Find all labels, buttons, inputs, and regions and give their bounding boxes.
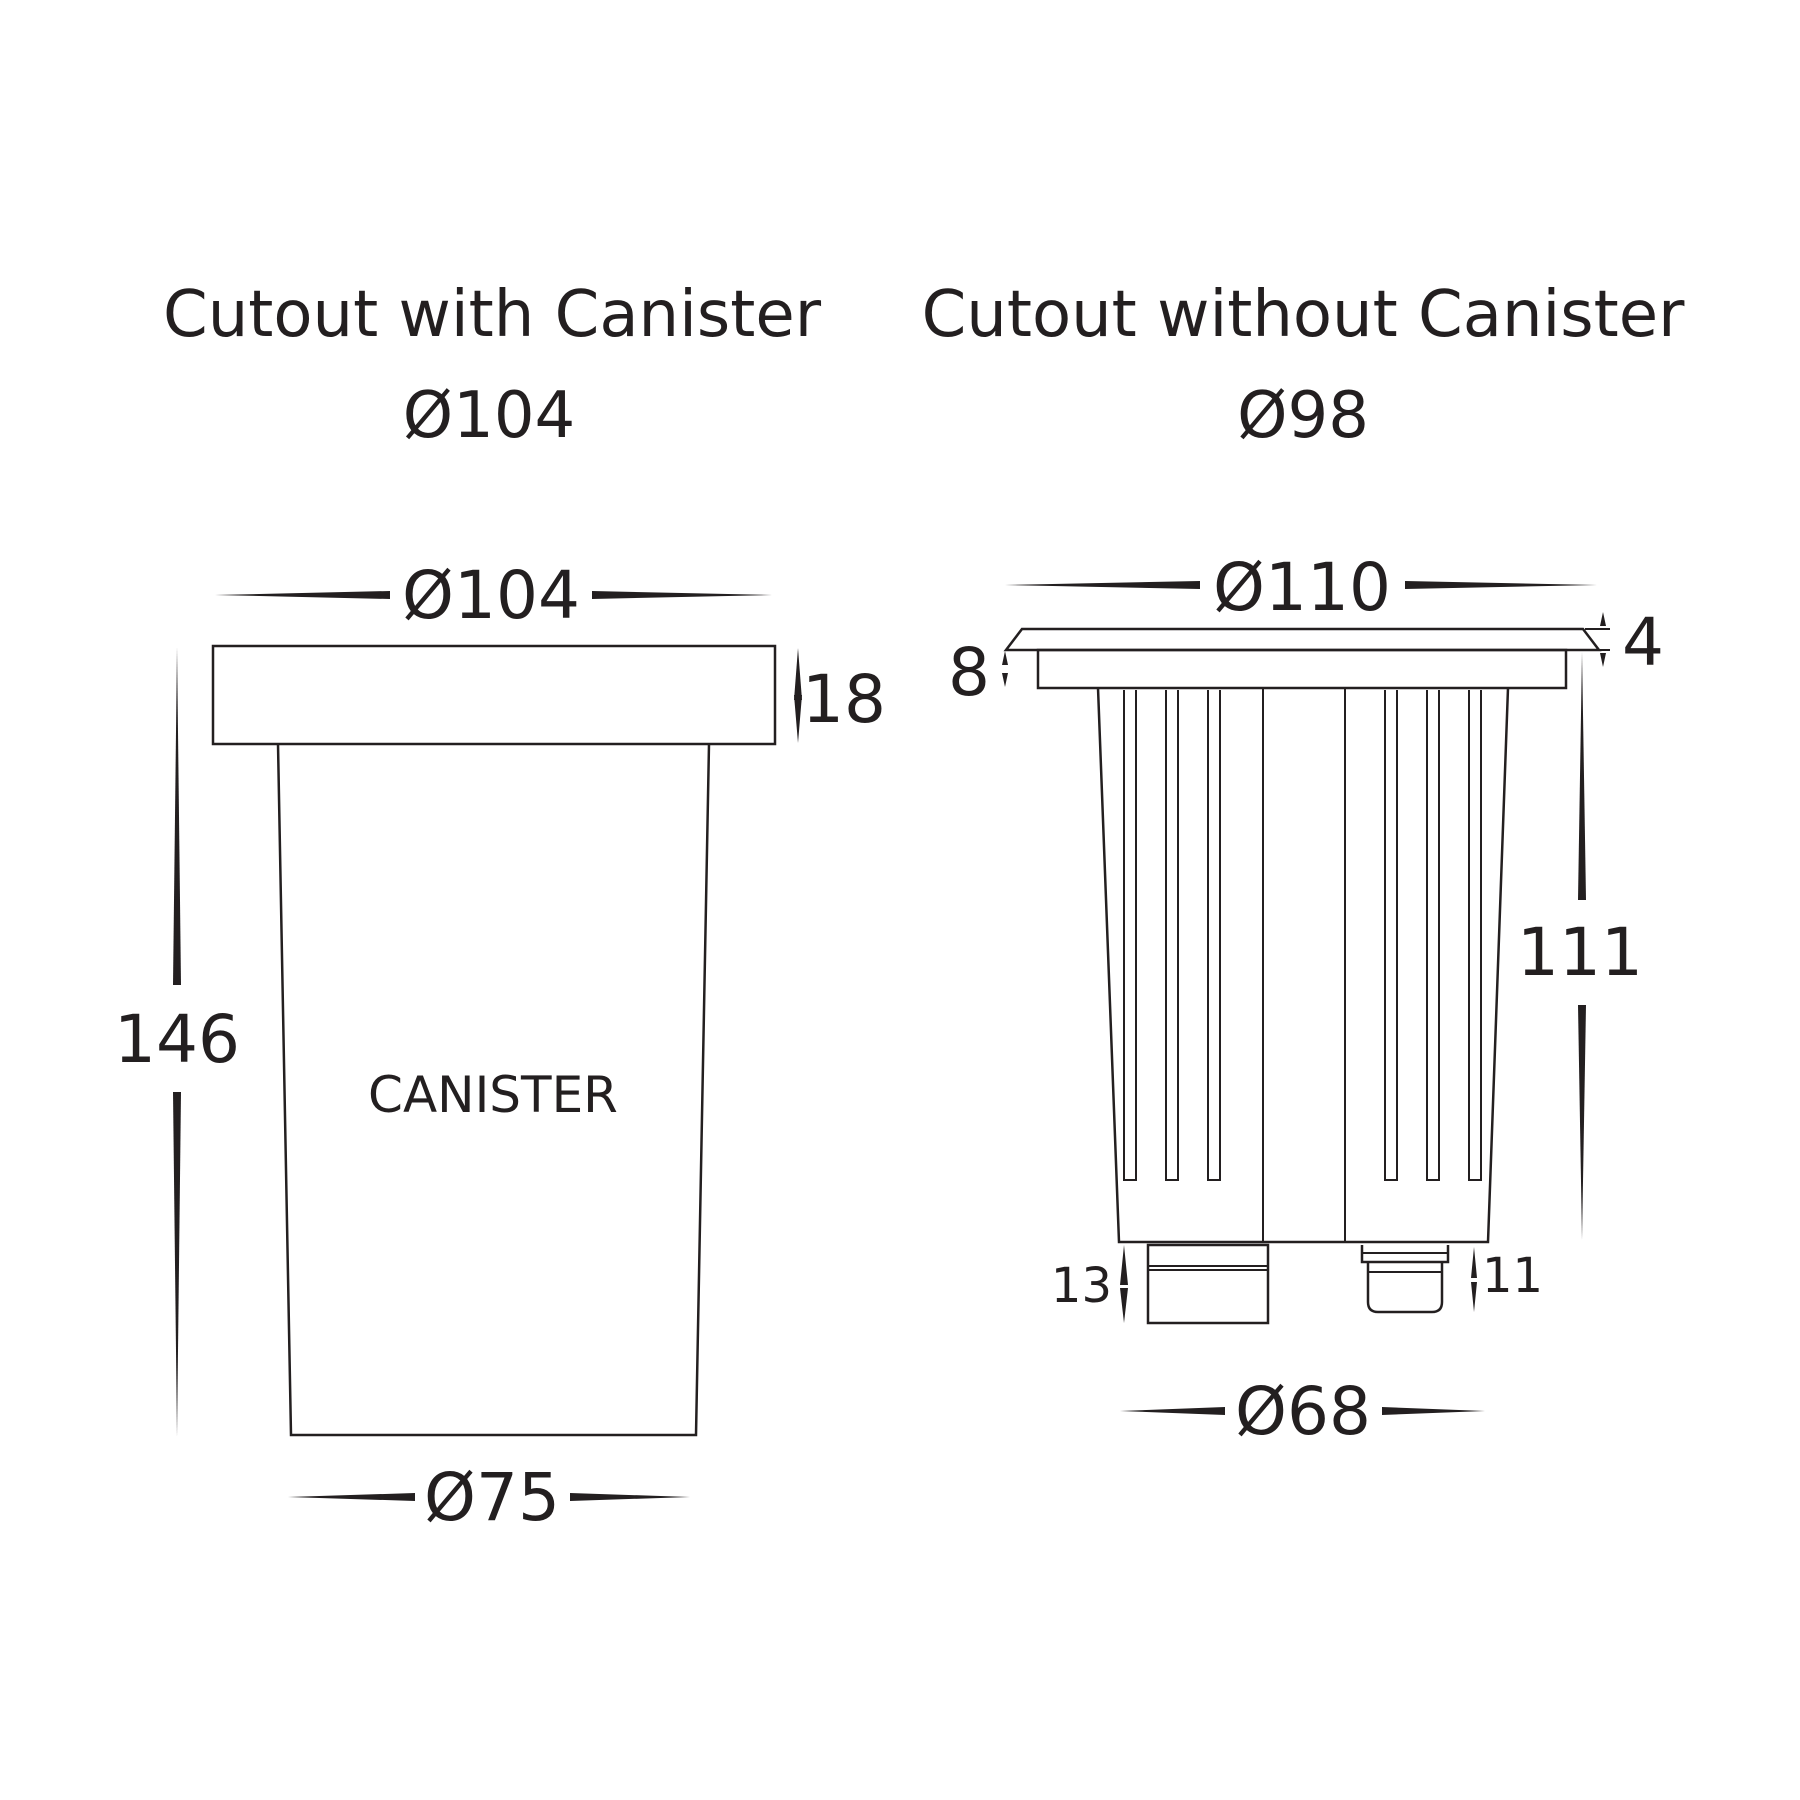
dim-base-diameter: Ø68 <box>1235 1373 1371 1450</box>
dim-arrow-right <box>570 1493 690 1501</box>
canister-flange <box>211 644 777 746</box>
dim-body-height: 111 <box>1517 914 1643 991</box>
dim-arrow-left <box>1120 1407 1225 1415</box>
bezel-plate <box>1003 627 1602 652</box>
cable-gland <box>1146 1243 1270 1325</box>
cooling-fin <box>1384 690 1398 1181</box>
dim-arrow-right <box>1405 581 1597 589</box>
dim-bottom-diameter: Ø75 <box>424 1459 560 1536</box>
connector-body <box>1366 1262 1444 1314</box>
canister-drawing: Ø104 CANISTER 18 146 Ø75 <box>114 557 886 1536</box>
dim-arrow-down <box>1578 1005 1586 1240</box>
cooling-fin <box>1468 690 1482 1181</box>
dim-arrow-down <box>1120 1288 1128 1323</box>
dim-flange-height: 18 <box>802 661 886 738</box>
dim-cable-height: 11 <box>1482 1248 1543 1304</box>
dim-arrow-down <box>1002 673 1008 687</box>
dim-bezel-thickness: 4 <box>1622 604 1664 681</box>
dim-arrow-down <box>1471 1282 1477 1312</box>
canister-label: CANISTER <box>368 1066 618 1124</box>
dim-arrow-up <box>1120 1245 1128 1285</box>
heading-with-canister-value: Ø104 <box>403 379 576 453</box>
heading-without-canister: Cutout without Canister <box>922 278 1686 352</box>
dim-arrow-right <box>1382 1407 1485 1415</box>
dim-arrow-left <box>215 591 390 599</box>
dim-total-height: 146 <box>114 1001 240 1078</box>
cooling-fin <box>1207 690 1221 1181</box>
dim-arrow-up <box>1578 652 1586 900</box>
dim-arrow-down <box>1600 612 1606 626</box>
dim-arrow-up <box>1471 1247 1477 1278</box>
fitting-flange <box>1036 648 1568 690</box>
dim-gland-height: 13 <box>1051 1258 1112 1314</box>
cooling-fin <box>1165 690 1179 1181</box>
heading-with-canister: Cutout with Canister <box>163 278 822 352</box>
dim-arrow-up <box>794 648 802 700</box>
dim-arrow-left <box>1005 581 1200 589</box>
cooling-fin <box>1426 690 1440 1181</box>
dim-arrow-right <box>592 591 772 599</box>
dim-arrow-up <box>1002 651 1008 665</box>
dim-arrow-left <box>288 1493 415 1501</box>
heading-without-canister-value: Ø98 <box>1237 379 1369 453</box>
dim-flange-height: 8 <box>948 634 990 711</box>
dim-bezel-diameter: Ø110 <box>1213 549 1391 626</box>
cooling-fin <box>1123 690 1137 1181</box>
fitting-drawing: Ø110 4 8 <box>948 549 1664 1450</box>
dim-top-diameter: Ø104 <box>402 557 580 634</box>
dim-arrow-up <box>1600 653 1606 667</box>
fitting-body <box>1096 687 1510 1244</box>
dim-arrow-down <box>173 1092 181 1437</box>
dim-arrow-down <box>794 695 802 743</box>
canister-body <box>276 743 711 1437</box>
dim-arrow-up <box>173 647 181 985</box>
